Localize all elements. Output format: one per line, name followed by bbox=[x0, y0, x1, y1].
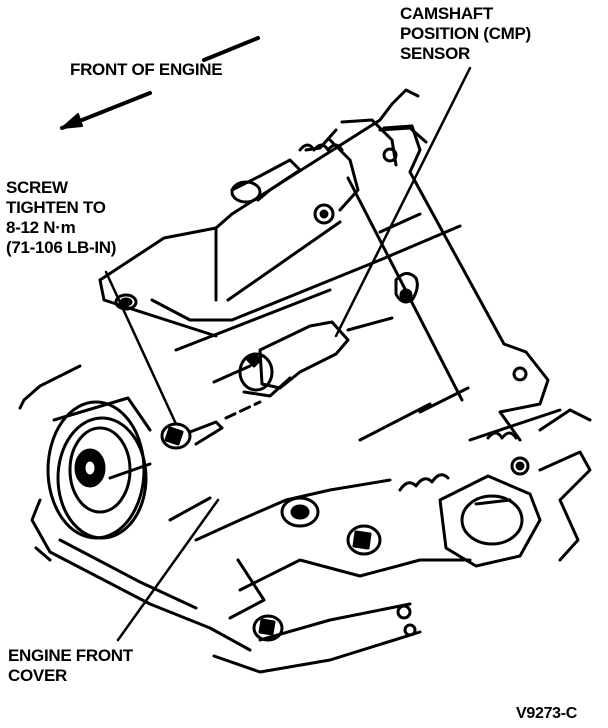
leader-lines bbox=[104, 66, 472, 642]
idler-assembly bbox=[398, 431, 592, 568]
figure-id-label: V9273-C bbox=[516, 705, 578, 722]
cmp-sensor bbox=[238, 316, 394, 398]
upper-cylinder-head bbox=[214, 88, 428, 302]
screw-torque-label: SCREW TIGHTEN TO 8-12 N·m (71-106 LB-IN) bbox=[6, 178, 117, 257]
front-of-engine-label: FRONT OF ENGINE bbox=[70, 60, 223, 79]
engine-block-outline bbox=[18, 212, 592, 522]
crankshaft-pulley bbox=[46, 396, 152, 540]
sensor-bracket bbox=[346, 124, 550, 442]
cmp-sensor-label: CAMSHAFT POSITION (CMP) SENSOR bbox=[400, 4, 531, 63]
front-cover-bosses bbox=[30, 478, 472, 674]
sensor-screw bbox=[114, 293, 262, 450]
engine-front-cover-label: ENGINE FRONT COVER bbox=[8, 646, 133, 685]
front-of-engine-arrow bbox=[60, 36, 260, 130]
